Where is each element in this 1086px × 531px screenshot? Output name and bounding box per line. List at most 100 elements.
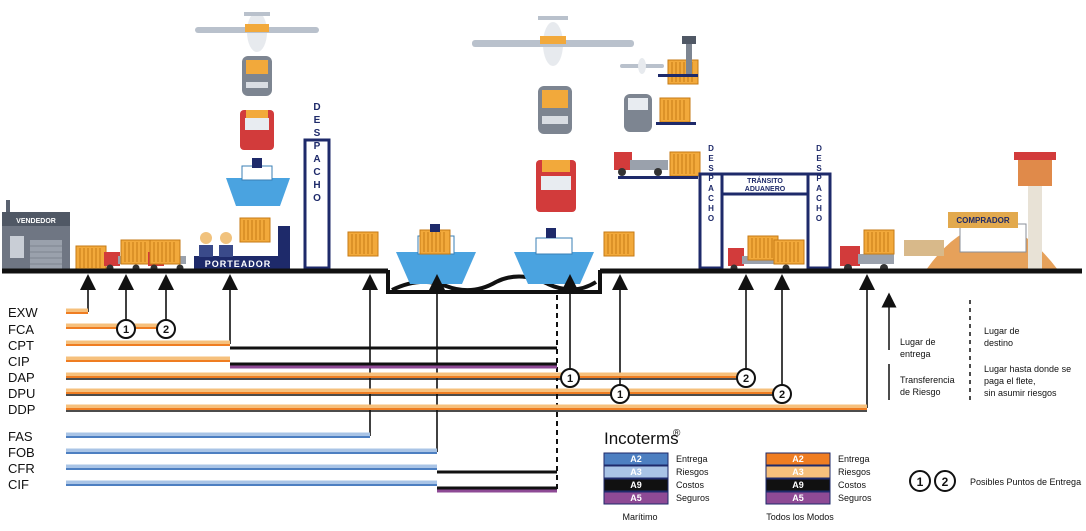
delivery-points: 1 2 1 2 1 2 xyxy=(116,319,792,404)
note-text: sin asumir riesgos xyxy=(984,388,1057,398)
point-number: 2 xyxy=(779,389,785,401)
point-circle-icon xyxy=(116,319,136,339)
term-label: FAS xyxy=(8,429,33,444)
truck-icon xyxy=(840,229,895,272)
porteador-block: PORTEADOR xyxy=(194,217,290,270)
ship-icon xyxy=(396,224,476,284)
legend-code: A3 xyxy=(630,467,642,477)
legend-swatch xyxy=(603,465,669,479)
bar-fob xyxy=(66,448,437,454)
possible-points-label: Posibles Puntos de Entrega xyxy=(970,477,1081,487)
despacho-box: DESPACHO xyxy=(806,144,832,270)
legend-label: Riesgos xyxy=(676,467,709,477)
legend-label: Seguros xyxy=(676,493,710,503)
note-text: paga el flete, xyxy=(984,376,1036,386)
point-circle-icon xyxy=(772,384,792,404)
legend-label: Entrega xyxy=(676,454,708,464)
despacho-label: DESPACHO xyxy=(707,144,716,224)
delivery-point-two: 2 xyxy=(772,384,792,404)
legend-label: Costos xyxy=(676,480,705,490)
ship-icon xyxy=(514,228,594,284)
despacho-label: DESPACHO xyxy=(312,102,323,206)
point-number: 1 xyxy=(567,373,573,385)
term-label: CFR xyxy=(8,461,35,476)
legend-swatch xyxy=(765,452,831,466)
transito-label-2: ADUANERO xyxy=(745,186,786,193)
truck-icon xyxy=(148,239,186,272)
truck-icon xyxy=(728,235,805,272)
airplane-icon xyxy=(472,16,634,66)
truck-icon xyxy=(104,239,152,272)
legend-code: A5 xyxy=(630,493,642,503)
control-tower-icon xyxy=(682,36,696,74)
point-two-icon xyxy=(934,470,956,492)
point-one-icon xyxy=(909,470,931,492)
term-label: CIP xyxy=(8,354,30,369)
ship-icon xyxy=(226,158,290,206)
term-label: CPT xyxy=(8,338,34,353)
bar-cpt xyxy=(66,340,557,350)
bar-fas xyxy=(66,432,370,438)
point-number: 2 xyxy=(163,324,169,336)
term-label: DPU xyxy=(8,386,35,401)
transito-label-1: TRÁNSITO xyxy=(747,176,783,185)
point-circle-icon xyxy=(560,368,580,388)
bar-cip xyxy=(66,356,557,369)
delivery-point-two: 2 xyxy=(156,319,176,339)
despacho-box: DESPACHO xyxy=(698,144,724,270)
legend-swatch xyxy=(603,452,669,466)
vendedor-warehouse-icon: VENDEDOR xyxy=(2,200,70,270)
porteador-label: PORTEADOR xyxy=(205,259,272,269)
comprador-label: COMPRADOR xyxy=(956,216,1010,225)
airplane-icon xyxy=(620,58,699,85)
delivery-point-one: 1 xyxy=(116,319,136,339)
term-label: CIF xyxy=(8,477,29,492)
legend-label: Seguros xyxy=(838,493,872,503)
legend-swatch xyxy=(765,465,831,479)
note-text: Lugar de xyxy=(900,337,936,347)
note-text: Lugar hasta donde se xyxy=(984,364,1071,374)
legend-todos-label: Todos los Modos xyxy=(766,512,834,522)
legend-code: A9 xyxy=(630,480,642,490)
note-text: de Riesgo xyxy=(900,387,941,397)
truck-icon xyxy=(614,151,701,179)
delivery-point-one: 1 xyxy=(560,368,580,388)
legend-label: Costos xyxy=(838,480,867,490)
note-text: Lugar de xyxy=(984,326,1020,336)
scene: VENDEDOR PORTEADOR xyxy=(2,12,1058,294)
truck-front-icon xyxy=(536,160,576,212)
note-text: destino xyxy=(984,338,1013,348)
legend-code: A5 xyxy=(792,493,804,503)
term-label: DAP xyxy=(8,370,35,385)
airplane-icon xyxy=(195,12,319,52)
term-label: FCA xyxy=(8,322,34,337)
term-label: FOB xyxy=(8,445,35,460)
term-label: DDP xyxy=(8,402,35,417)
legend-code: A9 xyxy=(792,480,804,490)
bar-ddp xyxy=(66,404,867,410)
container-icon xyxy=(75,245,107,271)
bar-exw xyxy=(66,308,88,314)
point-number: 2 xyxy=(743,373,749,385)
legend-maritimo-label: Marítimo xyxy=(622,512,657,522)
notes: Lugar de entrega Transferencia de Riesgo… xyxy=(881,292,1071,400)
legend-code: A3 xyxy=(792,467,804,477)
transito-aduanero-box: TRÁNSITO ADUANERO xyxy=(720,172,810,196)
legend-code: A2 xyxy=(792,454,804,464)
bar-dpu xyxy=(66,388,782,394)
container-icon xyxy=(347,231,379,257)
despacho-label: DESPACHO xyxy=(815,144,824,224)
point-number: 1 xyxy=(123,324,129,336)
note-text: Transferencia xyxy=(900,375,955,385)
legend-swatch xyxy=(765,478,831,492)
legend-code: A2 xyxy=(630,454,642,464)
despacho-box: DESPACHO xyxy=(303,102,331,270)
truck-front-icon xyxy=(240,110,274,150)
point-circle-icon xyxy=(736,368,756,388)
delivery-point-one: 1 xyxy=(610,384,630,404)
term-label: EXW xyxy=(8,305,38,320)
point-circle-icon xyxy=(156,319,176,339)
